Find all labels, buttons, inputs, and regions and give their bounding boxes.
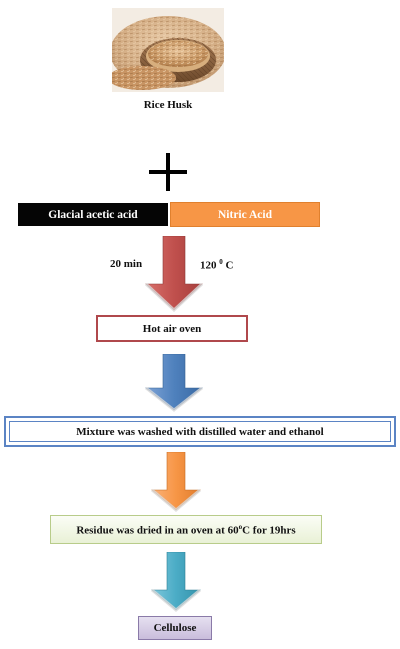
down-arrow-icon [144, 236, 204, 312]
down-arrow-icon [151, 452, 201, 512]
wash-step-box: Mixture was washed with distilled water … [4, 416, 396, 447]
plus-icon [148, 152, 188, 192]
rice-husk-image [108, 8, 226, 92]
temperature-condition-label: 120 0 C [200, 258, 233, 272]
cellulose-label: Cellulose [153, 622, 197, 634]
down-arrow-icon [151, 552, 201, 612]
rice-husk-label: Rice Husk [143, 99, 193, 111]
glacial-acetic-acid-label: Glacial acetic acid [48, 208, 138, 221]
cellulose-box: Cellulose [138, 616, 212, 640]
nitric-acid-label: Nitric Acid [218, 208, 272, 221]
wash-step-label: Mixture was washed with distilled water … [76, 425, 324, 438]
temperature-unit: C [225, 259, 234, 272]
down-arrow-icon [145, 354, 203, 412]
wash-step-inner: Mixture was washed with distilled water … [9, 421, 391, 442]
degree-sup: o [238, 522, 243, 531]
temperature-degree-sup: 0 [219, 258, 223, 266]
nitric-acid-box: Nitric Acid [170, 202, 320, 227]
hot-air-oven-box: Hot air oven [96, 315, 248, 342]
drying-step-label: Residue was dried in an oven at 60oC for… [76, 522, 296, 537]
drying-step-box: Residue was dried in an oven at 60oC for… [50, 515, 322, 544]
temperature-value: 120 [200, 259, 217, 272]
hot-air-oven-label: Hot air oven [142, 322, 202, 335]
time-condition-label: 20 min [110, 258, 143, 270]
glacial-acetic-acid-box: Glacial acetic acid [18, 203, 168, 226]
